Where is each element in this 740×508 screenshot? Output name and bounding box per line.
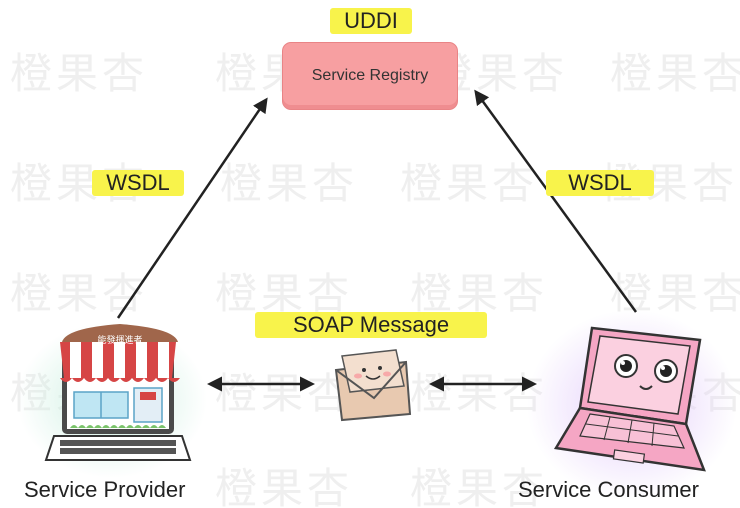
provider-to-registry-arrow: [116, 97, 268, 319]
wsdl-right-label: WSDL: [546, 170, 654, 196]
consumer-laptop-icon: [553, 326, 706, 472]
service-consumer-label: Service Consumer: [518, 477, 699, 502]
uddi-label: UDDI: [330, 8, 412, 34]
envelope-icon: [334, 349, 412, 422]
service-provider-label: Service Provider: [24, 477, 186, 502]
consumer-to-registry-arrow: [474, 89, 638, 313]
soap-message-label: SOAP Message: [255, 312, 487, 338]
wsdl-left-label: WSDL: [92, 170, 184, 196]
service-registry-box: Service Registry: [282, 42, 458, 110]
provider-laptop-icon: [44, 324, 192, 461]
shop-sign-text: 能發揮進者: [97, 334, 142, 346]
